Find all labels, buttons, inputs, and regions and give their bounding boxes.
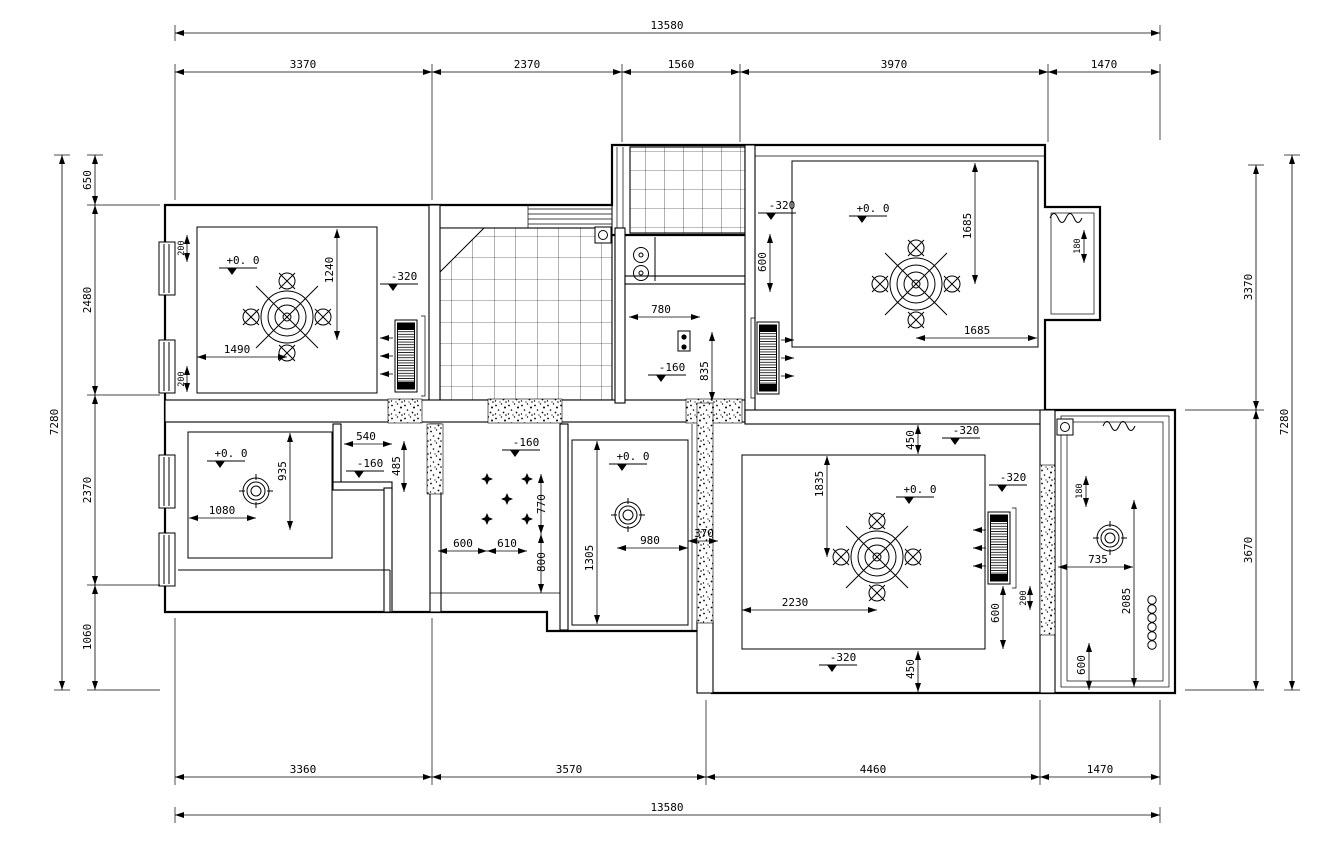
left-chain-ticks [87, 154, 160, 691]
dim-label: 3970 [881, 58, 908, 71]
dim-label: 1490 [224, 343, 251, 356]
window-bed1-b [158, 339, 176, 394]
dim-label: 3570 [556, 763, 583, 776]
level-label: -160 [659, 361, 686, 374]
dim-label: 1240 [323, 257, 336, 284]
dim-label: 1470 [1091, 58, 1118, 71]
radiator-squiggle-right [1102, 421, 1136, 431]
dim-label: 1470 [1087, 763, 1114, 776]
dim-label: 1060 [81, 624, 94, 651]
dim-label-total-top: 13580 [650, 19, 683, 32]
dim-label: 835 [698, 361, 711, 381]
dim-label: 1080 [209, 504, 236, 517]
bottom-chain-ticks [174, 618, 1161, 785]
balcony-tile-grid [629, 146, 746, 234]
dim-label: 2370 [81, 477, 94, 504]
dimension-chains: 13580 3370 2370 1560 3970 1470 7280 650 … [48, 19, 1300, 823]
dim-label: 3370 [1242, 274, 1255, 301]
dim-label: 610 [497, 537, 517, 550]
top-chain-ticks [174, 64, 1161, 200]
ceiling-vent-balcony [1056, 418, 1074, 436]
level-label: -320 [953, 424, 980, 437]
dim-label: 1685 [961, 213, 974, 240]
dim-label: 600 [989, 603, 1002, 623]
dim-label: 800 [535, 552, 548, 572]
ac-unit-master [973, 507, 1017, 589]
dim-label: 180 [1073, 238, 1083, 253]
dim-label: 200 [1019, 590, 1029, 605]
bath-fixture [677, 330, 691, 352]
dim-label: 1305 [583, 545, 596, 572]
dim-label-total-right: 7280 [1278, 409, 1291, 436]
level-label: -320 [830, 651, 857, 664]
dim-label: 4460 [860, 763, 887, 776]
level-label: -320 [769, 199, 796, 212]
dim-label: 2480 [81, 287, 94, 314]
interior-dimensions: 1240 1490 +0. 0 -320 200 200 780 -160 83… [177, 163, 1137, 692]
window-bed1-a [158, 241, 176, 296]
level-label: -160 [513, 436, 540, 449]
dim-label: 2230 [782, 596, 809, 609]
fixtures [158, 213, 1157, 650]
dim-label: 935 [276, 461, 289, 481]
interior-walls [164, 144, 1056, 694]
window-bed2-a [158, 454, 176, 509]
level-label: +0. 0 [856, 202, 889, 215]
dim-label: 450 [904, 430, 917, 450]
window-bed2-b [158, 532, 176, 587]
dim-label: 540 [356, 430, 376, 443]
stipple-thresholds [387, 398, 1056, 636]
dim-label: 450 [904, 659, 917, 679]
dim-label-total-left: 7280 [48, 409, 61, 436]
dim-label: 485 [390, 456, 403, 476]
dim-label: 200 [177, 371, 187, 386]
kitchen-window-band [527, 205, 613, 228]
dim-label: 200 [177, 240, 187, 255]
dim-label: 370 [694, 527, 714, 540]
ceiling-light-bed3 [610, 497, 646, 533]
dim-label: 2085 [1120, 588, 1133, 615]
dim-label: 735 [1088, 553, 1108, 566]
dining-ceiling-diamonds [481, 473, 533, 525]
tile-grids [439, 146, 746, 401]
level-label: +0. 0 [616, 450, 649, 463]
dim-label: 3360 [290, 763, 317, 776]
ac-unit-living [750, 317, 794, 399]
ceiling-light-bed2 [238, 473, 274, 509]
dim-label: 600 [1075, 655, 1088, 675]
dim-label: 600 [756, 252, 769, 272]
level-label: -320 [391, 270, 418, 283]
radiator-squiggle-top [1049, 213, 1083, 223]
ceiling-light-balcony [1092, 520, 1128, 556]
dim-label: 600 [453, 537, 473, 550]
ceiling-borders [187, 160, 1170, 688]
dim-label: 770 [535, 494, 548, 514]
ceiling-fan-living [871, 239, 961, 329]
dim-label: 650 [81, 170, 94, 190]
level-label: +0. 0 [214, 447, 247, 460]
ac-unit-bed1 [380, 315, 426, 397]
ceiling-fan-bed1 [242, 272, 332, 362]
level-label: -320 [1000, 471, 1027, 484]
coil-symbol [1147, 595, 1157, 650]
dim-label: 1560 [668, 58, 695, 71]
ceiling-vent-kitchen [594, 226, 612, 244]
dim-label: 780 [651, 303, 671, 316]
ceiling-fan-master [832, 512, 922, 602]
dim-label: 3370 [290, 58, 317, 71]
level-label: +0. 0 [226, 254, 259, 267]
dim-label: 1835 [813, 471, 826, 498]
dim-label: 2370 [514, 58, 541, 71]
right-chain-ticks [1185, 164, 1264, 691]
dim-label: 1685 [964, 324, 991, 337]
level-label: -160 [357, 457, 384, 470]
dim-label: 3670 [1242, 537, 1255, 564]
level-label: +0. 0 [903, 483, 936, 496]
dim-label: 980 [640, 534, 660, 547]
stove-burners [633, 247, 649, 281]
dim-label: 180 [1075, 483, 1085, 498]
kitchen-tile-grid [439, 227, 613, 401]
dim-label-total-bottom: 13580 [650, 801, 683, 814]
